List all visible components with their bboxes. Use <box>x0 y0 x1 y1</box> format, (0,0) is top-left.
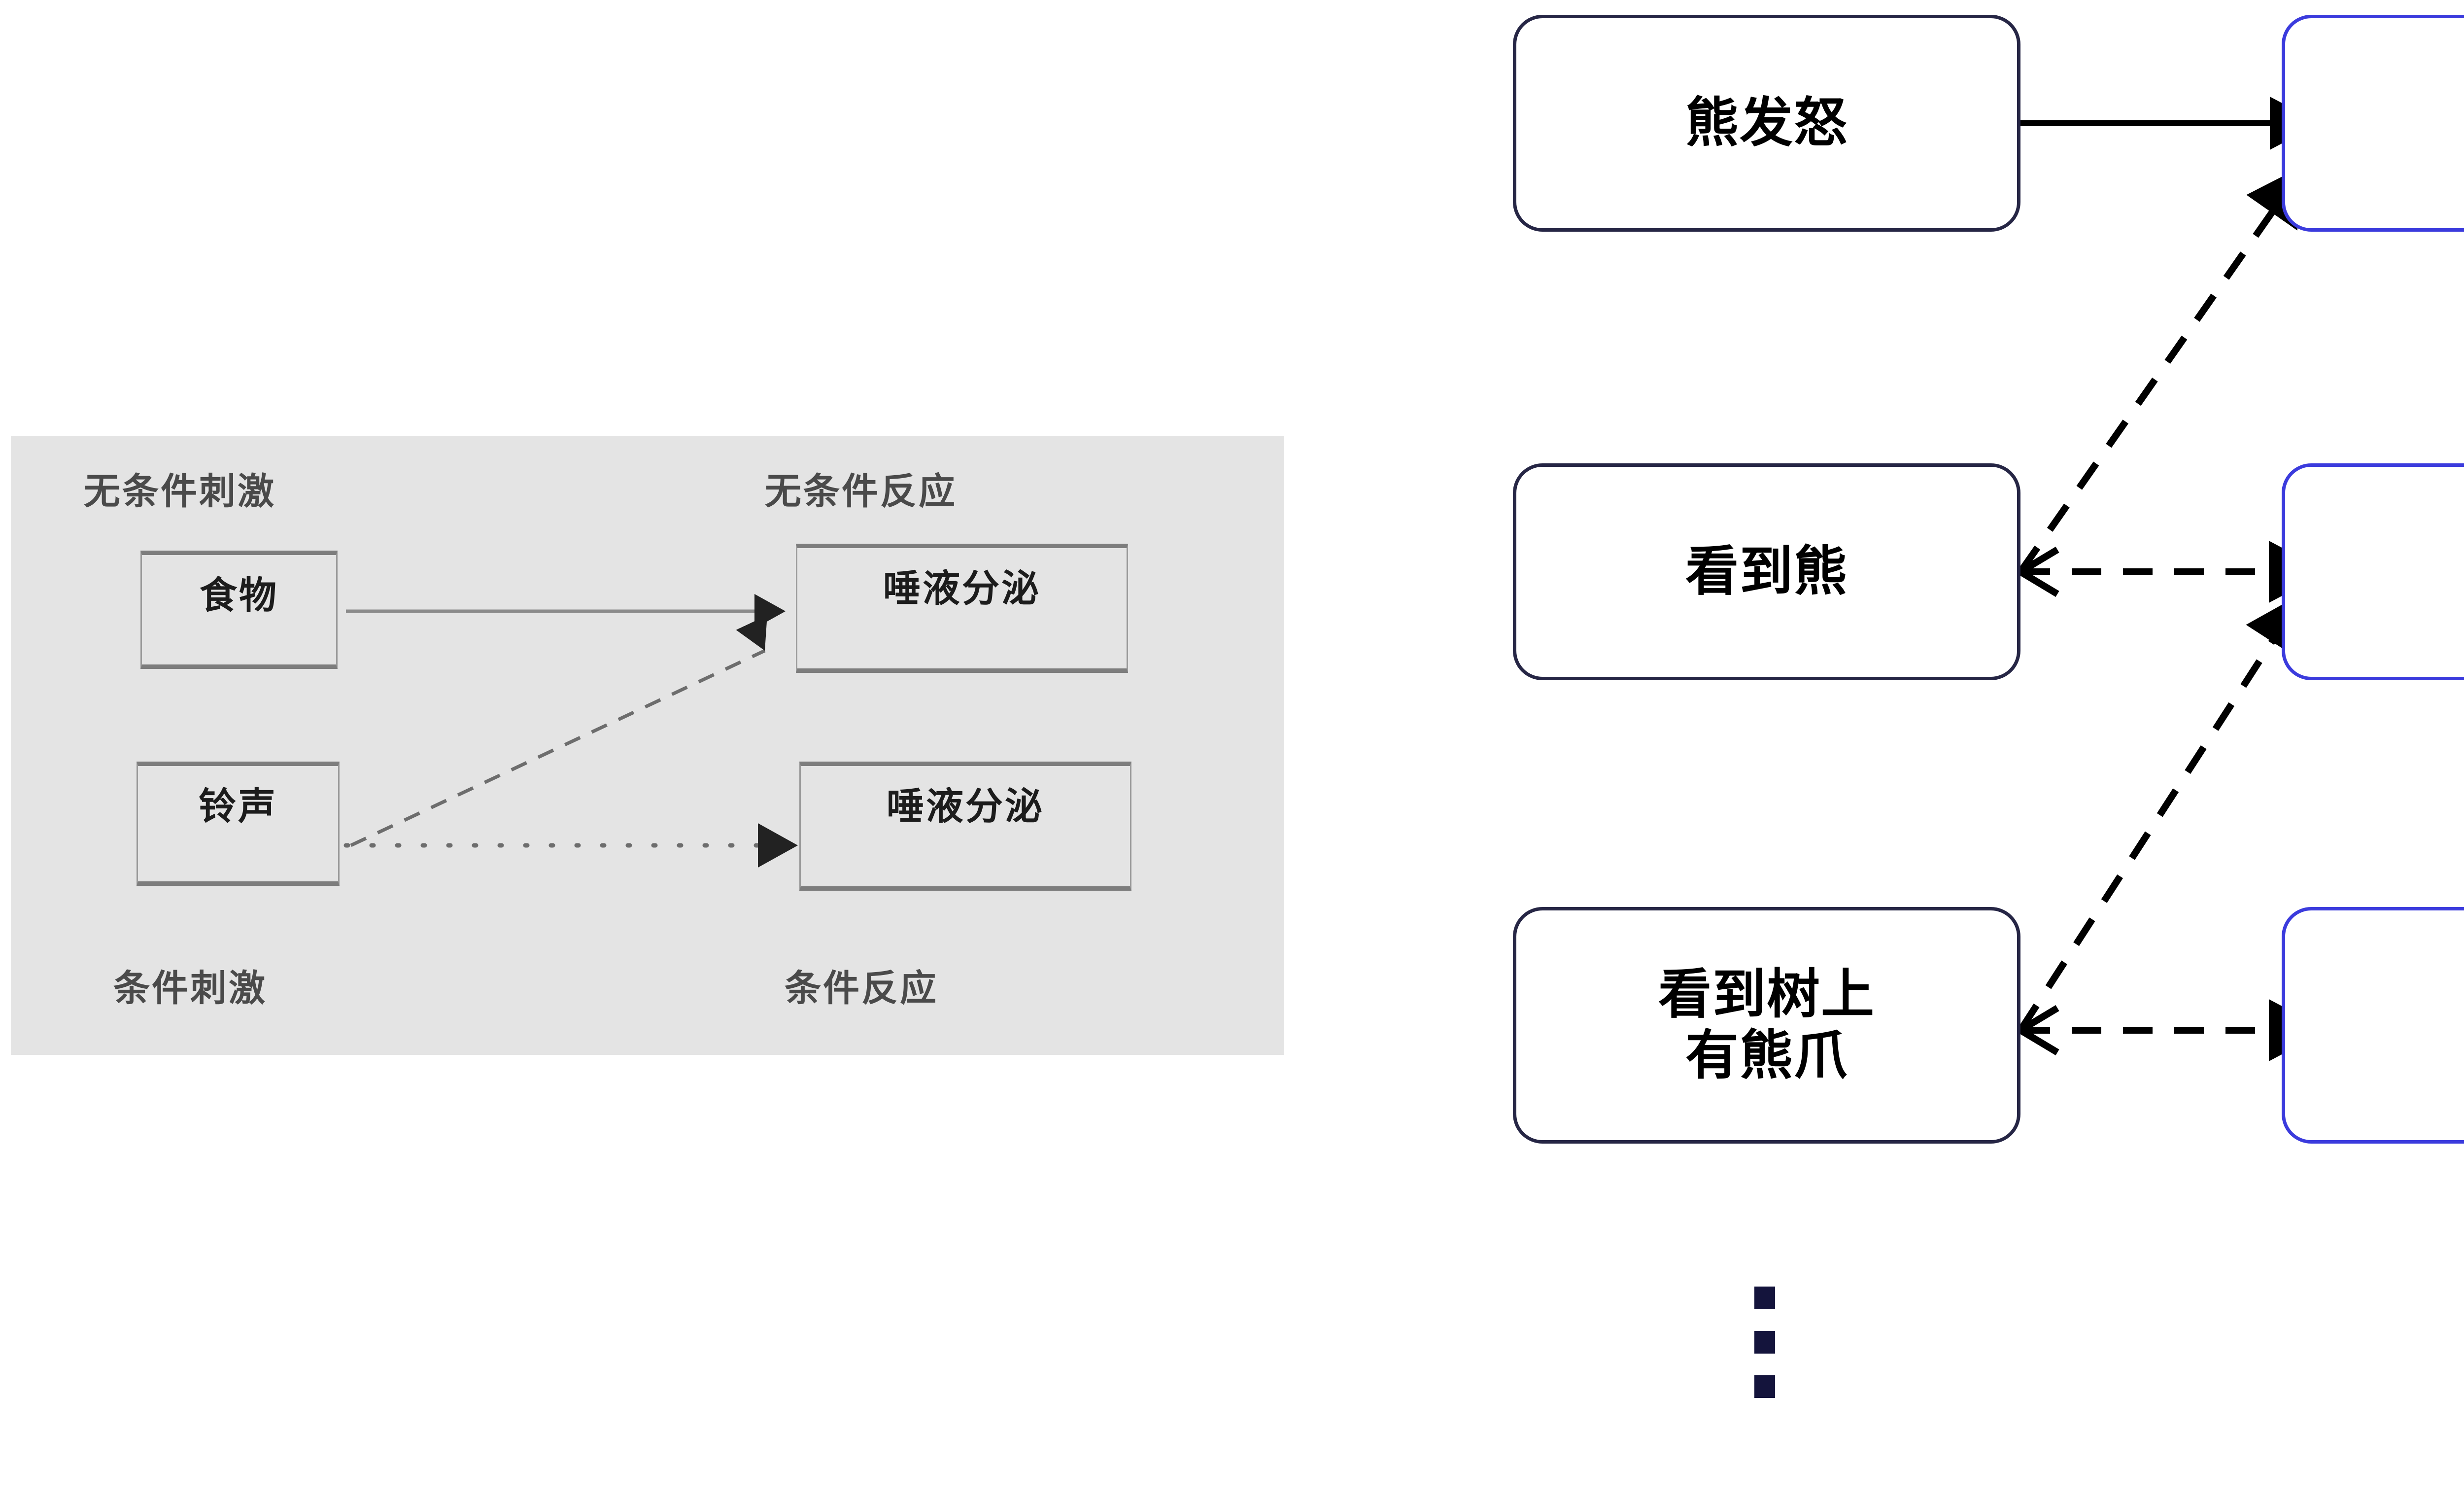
label-conditioned-stimulus: 条件刺激 <box>113 967 267 1010</box>
dot-square <box>1754 1331 1775 1354</box>
edge-claw-to-vs-backhead <box>2019 1005 2059 1056</box>
box-salivation-top-label: 唾液分泌 <box>883 566 1041 610</box>
label-conditioned-response: 条件反应 <box>785 967 938 1010</box>
continuation-dots-left <box>1754 1287 1775 1420</box>
box-see-claw-on-tree-label: 看到树上 有熊爪 <box>1658 964 1875 1086</box>
box-bell: 铃声 <box>137 762 340 886</box>
dot-square <box>1754 1287 1775 1309</box>
edge-see-bear-to-reward <box>2018 164 2306 574</box>
edge-claw-to-vsprime <box>2018 592 2304 1032</box>
box-see-bear-label: 看到熊 <box>1685 540 1848 602</box>
edge-bell-to-salivation-diagonal <box>350 615 767 847</box>
box-see-claw-line2: 有熊爪 <box>1685 1025 1848 1086</box>
box-food: 食物 <box>140 551 338 669</box>
box-salivation-bottom-label: 唾液分泌 <box>887 784 1044 828</box>
box-see-bear: 看到熊 <box>1513 463 2020 680</box>
box-bear-angry: 熊发怒 <box>1513 15 2020 232</box>
box-reward: 奖励 <box>2282 15 2464 232</box>
box-bear-angry-label: 熊发怒 <box>1685 92 1848 154</box>
box-bell-label: 铃声 <box>199 784 277 828</box>
box-value-state: V(s) <box>2282 907 2464 1144</box>
box-salivation-bottom: 唾液分泌 <box>799 762 1131 891</box>
label-unconditioned-stimulus: 无条件刺激 <box>84 470 276 513</box>
edge-see-bear-to-vsprime-backhead <box>2019 546 2059 597</box>
label-unconditioned-response: 无条件反应 <box>765 470 957 513</box>
td-learning-panel: 熊发怒 看到熊 看到树上 有熊爪 奖励 V(s′) V(s) <box>1478 0 2464 1499</box>
box-value-next-state: V(s′) <box>2282 463 2464 680</box>
box-food-label: 食物 <box>200 573 278 617</box>
classical-conditioning-panel: 无条件刺激 无条件反应 条件刺激 条件反应 食物 铃声 唾液分泌 唾液分泌 <box>11 436 1284 1055</box>
classical-conditioning-edges <box>343 594 798 868</box>
dot-square <box>1754 1375 1775 1398</box>
box-see-claw-on-tree: 看到树上 有熊爪 <box>1513 907 2020 1144</box>
box-see-claw-line1: 看到树上 <box>1658 963 1875 1025</box>
box-salivation-top: 唾液分泌 <box>796 544 1128 673</box>
